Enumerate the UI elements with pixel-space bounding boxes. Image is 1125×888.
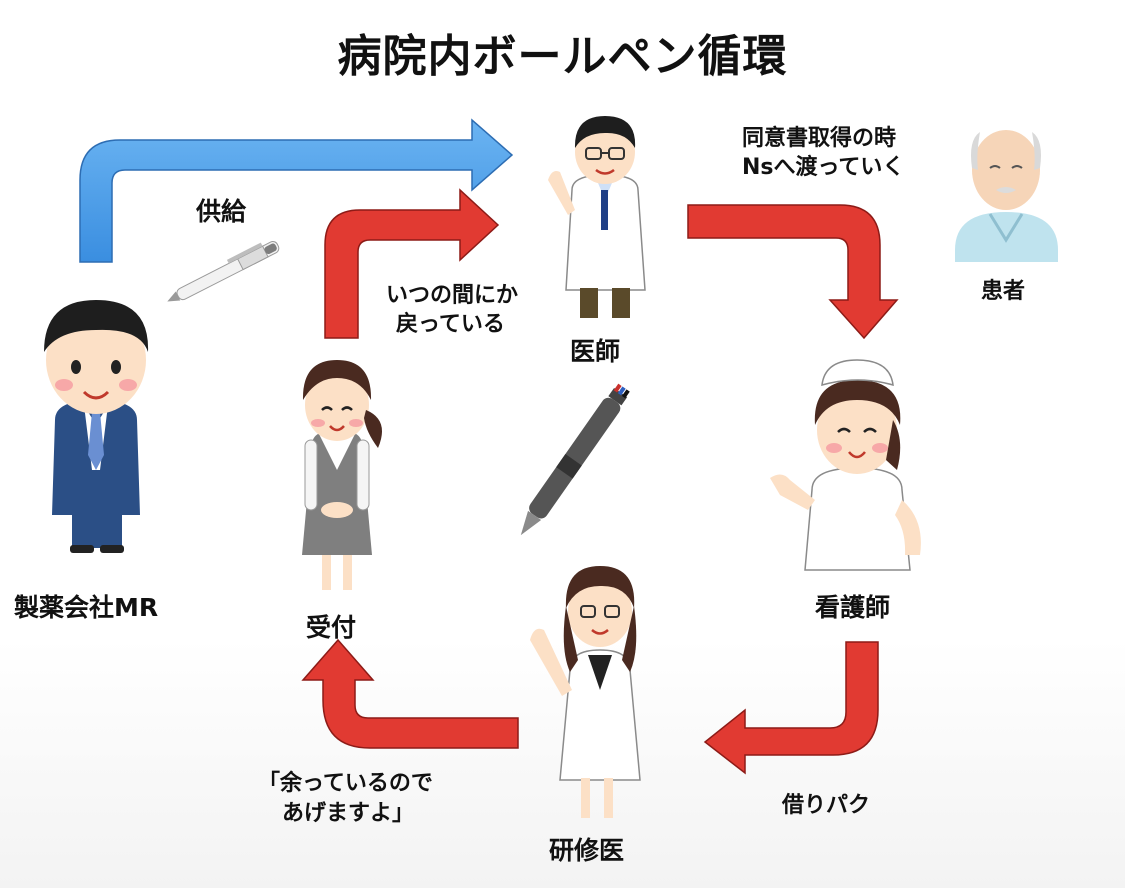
note-consent-line1: 同意書取得の時	[742, 126, 897, 151]
note-borrow: 借りパク	[782, 793, 871, 818]
arrow-doctor-to-nurse	[687, 204, 899, 340]
note-giveaway-line1: 「余っているので	[258, 771, 433, 796]
doctor-icon	[548, 116, 646, 318]
note-returned-line1: いつの間にか	[386, 283, 519, 308]
role-label-doctor: 医師	[570, 337, 621, 366]
role-label-nurse: 看護師	[815, 593, 891, 622]
note-giveaway-line2: あげますよ」	[282, 801, 415, 826]
resident-icon	[530, 566, 641, 818]
note-supply: 供給	[196, 197, 247, 226]
note-returned-line2: 戻っている	[396, 312, 505, 337]
arrow-resident-to-reception	[301, 638, 519, 749]
patient-icon	[955, 130, 1058, 262]
pen-icon	[167, 241, 280, 302]
nurse-icon	[770, 359, 921, 571]
role-label-patient: 患者	[981, 279, 1026, 304]
multicolor-pen-icon	[520, 383, 630, 536]
mr-person-icon	[44, 300, 149, 553]
diagram-title: 病院内ボールペン循環	[337, 31, 788, 82]
role-label-resident: 研修医	[549, 836, 625, 865]
arrow-nurse-to-resident	[703, 641, 879, 775]
arrow-reception-to-doctor	[324, 188, 500, 339]
role-label-mr: 製薬会社MR	[14, 593, 159, 622]
reception-icon	[302, 360, 382, 590]
note-consent-line2: Nsへ渡っていく	[742, 155, 905, 180]
supply-arrow	[79, 118, 514, 263]
role-label-reception: 受付	[306, 613, 357, 642]
